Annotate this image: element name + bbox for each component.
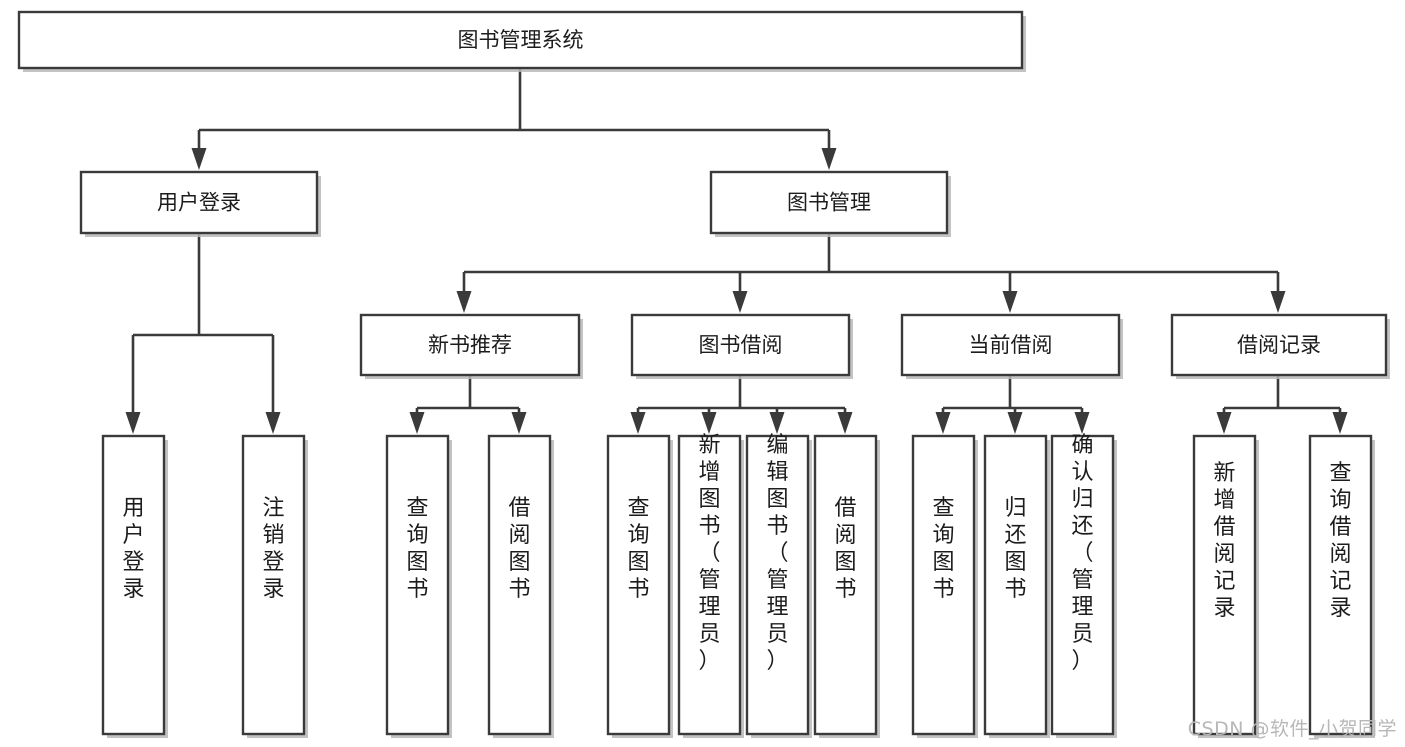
node-label: 查询图书 — [627, 496, 649, 602]
node-box[interactable] — [241, 434, 306, 736]
connector-arrowhead — [1216, 412, 1232, 434]
connector-arrowhead — [125, 412, 141, 434]
node-book-manage[interactable]: 图书管理 — [709, 170, 951, 237]
node-box[interactable] — [630, 313, 851, 377]
node-label: 用户登录 — [122, 496, 144, 602]
node-box[interactable] — [983, 434, 1048, 736]
node-box[interactable] — [709, 170, 949, 235]
node-label: 当前借阅 — [969, 333, 1053, 357]
connector-arrowhead — [1074, 412, 1090, 434]
node-leaf-borrow-book-recommend[interactable]: 借阅图书 — [487, 434, 554, 738]
node-leaf-query-book-current[interactable]: 查询图书 — [911, 434, 978, 738]
node-box[interactable] — [677, 434, 742, 736]
connector-arrowhead — [191, 148, 207, 170]
node-box[interactable] — [606, 434, 671, 736]
node-box[interactable] — [1192, 434, 1257, 736]
node-label: 新增借阅记录 — [1213, 461, 1235, 621]
node-label: 图书管理 — [787, 191, 871, 215]
node-label: 归还图书 — [1004, 496, 1026, 602]
node-leaf-confirm-return[interactable]: 确认归还（管理员） — [1050, 433, 1117, 738]
connector-arrowhead — [769, 412, 785, 434]
node-new-book-recommend[interactable]: 新书推荐 — [359, 313, 583, 379]
node-label: 查询图书 — [932, 496, 954, 602]
node-box[interactable] — [1050, 434, 1115, 736]
connector-arrowhead — [821, 148, 837, 170]
node-label: 确认归还（管理员） — [1071, 433, 1093, 674]
node-box[interactable] — [1170, 313, 1388, 377]
connector-arrowhead — [1270, 291, 1286, 313]
node-current-borrow[interactable]: 当前借阅 — [900, 313, 1123, 379]
node-box[interactable] — [900, 313, 1121, 377]
connector-arrowhead — [935, 412, 951, 434]
node-box[interactable] — [79, 170, 319, 235]
node-leaf-logout[interactable]: 注销登录 — [241, 434, 308, 738]
node-label: 新书推荐 — [428, 333, 512, 357]
node-box[interactable] — [359, 313, 581, 377]
connector-arrowhead — [1002, 291, 1018, 313]
connector-arrowhead — [511, 412, 527, 434]
node-leaf-query-book-borrow[interactable]: 查询图书 — [606, 434, 673, 738]
node-leaf-borrow-book[interactable]: 借阅图书 — [813, 434, 880, 738]
node-leaf-add-book[interactable]: 新增图书（管理员） — [677, 433, 744, 738]
node-leaf-return-book[interactable]: 归还图书 — [983, 434, 1050, 738]
node-box[interactable] — [385, 434, 450, 736]
connector-arrowhead — [732, 291, 748, 313]
connector-arrowhead — [409, 412, 425, 434]
connector-arrowhead — [1007, 412, 1023, 434]
node-box[interactable] — [487, 434, 552, 736]
connector-arrowhead — [265, 412, 281, 434]
node-borrow-record[interactable]: 借阅记录 — [1170, 313, 1390, 379]
node-leaf-query-book-recommend[interactable]: 查询图书 — [385, 434, 452, 738]
node-label: 图书借阅 — [699, 333, 783, 357]
node-box[interactable] — [101, 434, 166, 736]
node-label: 图书管理系统 — [458, 28, 584, 52]
node-label: 用户登录 — [157, 191, 241, 215]
node-label: 注销登录 — [262, 496, 284, 602]
node-leaf-edit-book[interactable]: 编辑图书（管理员） — [745, 433, 812, 738]
node-label: 查询图书 — [406, 496, 428, 602]
connector-arrowhead — [701, 412, 717, 434]
node-label: 借阅图书 — [508, 496, 530, 602]
node-book-borrow[interactable]: 图书借阅 — [630, 313, 853, 379]
connector-arrowhead — [630, 412, 646, 434]
node-label: 借阅图书 — [834, 496, 856, 602]
connector-arrowhead — [837, 412, 853, 434]
node-leaf-user-login[interactable]: 用户登录 — [101, 434, 168, 738]
node-box[interactable] — [1308, 434, 1373, 736]
connectors-layer — [125, 68, 1348, 434]
connector-arrowhead — [456, 291, 472, 313]
node-label: 新增图书（管理员） — [698, 433, 720, 674]
node-leaf-add-borrow-record[interactable]: 新增借阅记录 — [1192, 434, 1259, 738]
node-leaf-query-borrow-record[interactable]: 查询借阅记录 — [1308, 434, 1375, 738]
node-label: 编辑图书（管理员） — [766, 433, 788, 674]
boxes-layer: 图书管理系统用户登录图书管理新书推荐图书借阅当前借阅借阅记录用户登录注销登录查询… — [17, 10, 1390, 738]
csdn-watermark: CSDN @软件_小贺同学 — [1187, 718, 1397, 740]
node-box[interactable] — [911, 434, 976, 736]
node-box[interactable] — [745, 434, 810, 736]
connector-arrowhead — [1332, 412, 1348, 434]
node-root[interactable]: 图书管理系统 — [17, 10, 1026, 72]
node-label: 借阅记录 — [1237, 333, 1321, 357]
node-box[interactable] — [17, 10, 1024, 70]
node-box[interactable] — [813, 434, 878, 736]
node-label: 查询借阅记录 — [1329, 461, 1351, 621]
node-user-login[interactable]: 用户登录 — [79, 170, 321, 237]
